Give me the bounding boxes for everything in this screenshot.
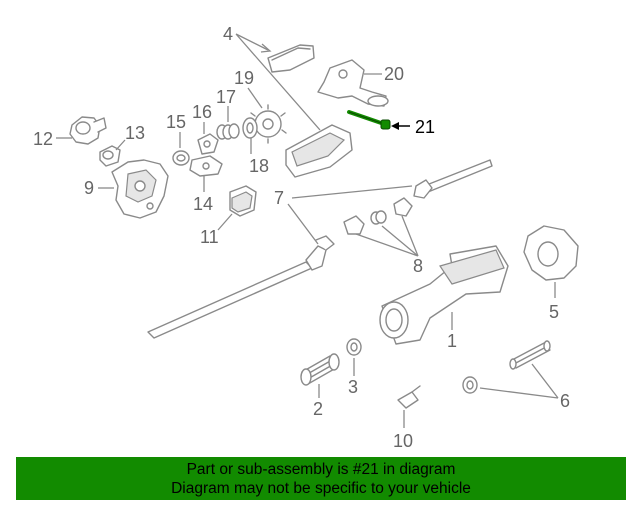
part-21-highlighted-rod[interactable]	[347, 110, 391, 130]
callout-17: 17	[216, 87, 236, 107]
part-6-bushing[interactable]	[462, 376, 478, 394]
leader-19	[247, 87, 263, 109]
callout-3: 3	[348, 377, 358, 397]
part-2-spring[interactable]	[300, 353, 340, 386]
part-4-lower-shroud[interactable]	[285, 124, 353, 178]
footer-line-2: Diagram may not be specific to your vehi…	[171, 480, 471, 497]
part-10-pin[interactable]	[397, 385, 421, 409]
callout-13: 13	[125, 123, 145, 143]
footer-banner: Part or sub-assembly is #21 in diagram D…	[16, 457, 626, 500]
callout-10: 10	[393, 431, 413, 451]
callout-14: 14	[193, 194, 213, 214]
part-7-upper-shaft[interactable]	[413, 159, 493, 199]
part-15-ring[interactable]	[172, 150, 190, 166]
part-1-column-jacket[interactable]	[379, 245, 509, 345]
callout-4: 4	[223, 24, 233, 44]
callout-7: 7	[274, 188, 284, 208]
callout-11: 11	[200, 227, 219, 247]
part-20-actuator[interactable]	[317, 59, 389, 107]
part-3-ring[interactable]	[346, 338, 362, 356]
leader-6	[479, 363, 559, 399]
callout-2: 2	[313, 399, 323, 419]
leader-4-arrow	[260, 43, 272, 53]
callout-12: 12	[33, 129, 53, 149]
part-19-gear[interactable]	[249, 104, 287, 144]
callout-16: 16	[192, 102, 212, 122]
callout-18: 18	[249, 156, 269, 176]
part-17-spring[interactable]	[216, 123, 240, 140]
callout-5: 5	[549, 302, 559, 322]
part-11-switch-block[interactable]	[229, 185, 257, 217]
part-16-cam[interactable]	[197, 133, 219, 155]
part-13-switch[interactable]	[99, 145, 121, 167]
callout-8: 8	[413, 256, 423, 276]
leader-7	[287, 185, 413, 245]
callout-21: 21	[415, 117, 435, 137]
part-6-spring[interactable]	[509, 340, 551, 370]
callout-19: 19	[234, 68, 254, 88]
part-14-bracket[interactable]	[189, 155, 223, 177]
callout-15: 15	[166, 112, 186, 132]
part-9-lock-housing[interactable]	[111, 159, 169, 219]
part-12-lock-cylinder[interactable]	[69, 116, 107, 145]
part-7-lower-shaft[interactable]	[147, 235, 335, 339]
part-8-pieces[interactable]	[343, 197, 413, 235]
part-5-housing[interactable]	[523, 225, 579, 281]
leader-4	[235, 33, 321, 131]
callout-20: 20	[384, 64, 404, 84]
leader-8	[355, 215, 419, 257]
part-18-washer[interactable]	[242, 117, 258, 139]
leader-21-arrow	[391, 122, 399, 130]
leader-11	[217, 213, 233, 231]
callout-9: 9	[84, 178, 94, 198]
part-4-upper-shroud[interactable]	[267, 44, 315, 73]
footer-line-1: Part or sub-assembly is #21 in diagram	[186, 461, 456, 478]
callout-1: 1	[447, 331, 457, 351]
callout-6: 6	[560, 391, 570, 411]
leader-13	[115, 139, 126, 151]
